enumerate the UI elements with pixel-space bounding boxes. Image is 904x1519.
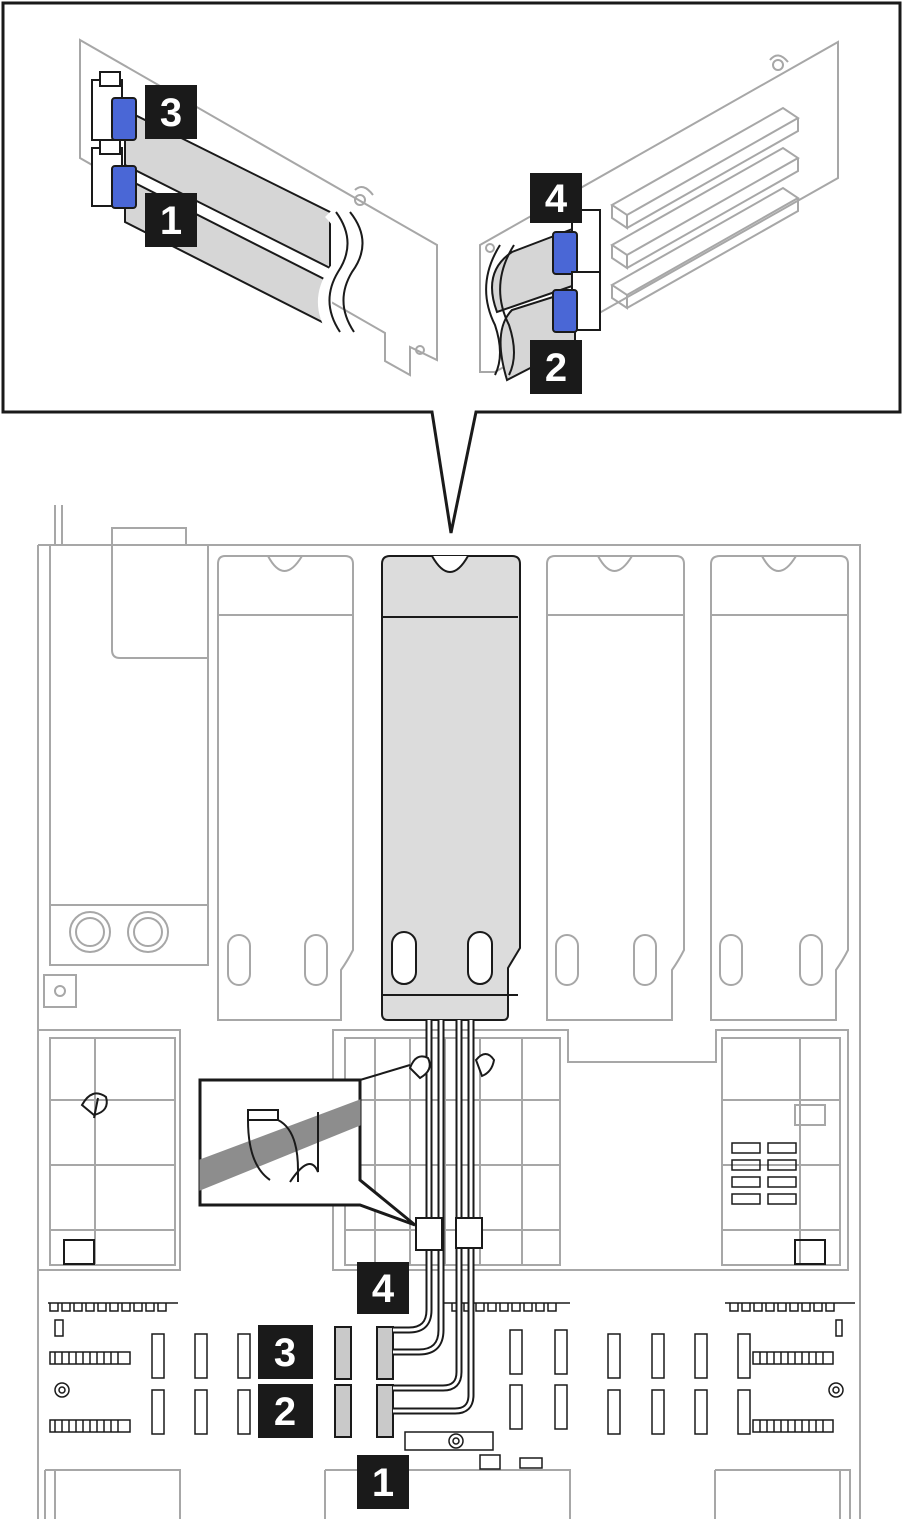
svg-text:2: 2 — [545, 346, 567, 390]
svg-text:3: 3 — [160, 91, 182, 135]
mb-connector-3-left — [334, 1326, 352, 1380]
screw-icon — [404, 1431, 543, 1470]
motherboard-connectors — [48, 1302, 855, 1435]
detail-callout — [1, 1, 902, 534]
callout-4-bottom: 4 — [357, 1262, 409, 1314]
svg-text:4: 4 — [372, 1267, 395, 1311]
callout-1-bottom: 1 — [357, 1455, 409, 1509]
routed-cables — [393, 1020, 475, 1415]
right-riser-card — [479, 40, 839, 373]
cable-clip-icon — [63, 1092, 826, 1265]
callout-2-bottom: 2 — [258, 1384, 313, 1438]
svg-text:3: 3 — [274, 1331, 296, 1375]
mb-connector-2-right — [376, 1384, 394, 1438]
right-connector-2 — [552, 271, 601, 333]
callout-2-top: 2 — [530, 340, 582, 394]
fan-area — [38, 1029, 849, 1271]
riser-slot-1 — [217, 555, 354, 1021]
cable-clip-icon — [408, 1053, 496, 1251]
callout-3-top: 3 — [145, 85, 197, 139]
mb-connector-3-right — [376, 1326, 394, 1380]
svg-text:1: 1 — [160, 199, 182, 243]
left-connector-3 — [91, 71, 137, 141]
riser-slot-3 — [546, 555, 685, 1021]
chassis-bottom — [44, 1469, 851, 1519]
right-connector-4 — [552, 209, 601, 275]
callout-1-top: 1 — [145, 193, 197, 247]
cable-clip-inset — [198, 1064, 416, 1227]
callout-3-bottom: 3 — [258, 1325, 313, 1379]
callout-4-top: 4 — [530, 173, 582, 223]
svg-text:1: 1 — [372, 1461, 394, 1505]
riser-slot-2-installed[interactable] — [381, 555, 521, 1021]
riser-slot-4 — [710, 555, 849, 1021]
svg-text:2: 2 — [274, 1390, 296, 1434]
svg-text:4: 4 — [545, 177, 568, 221]
mb-connector-2-left — [334, 1384, 352, 1438]
power-supply — [43, 544, 209, 1008]
left-connector-1 — [91, 139, 137, 209]
